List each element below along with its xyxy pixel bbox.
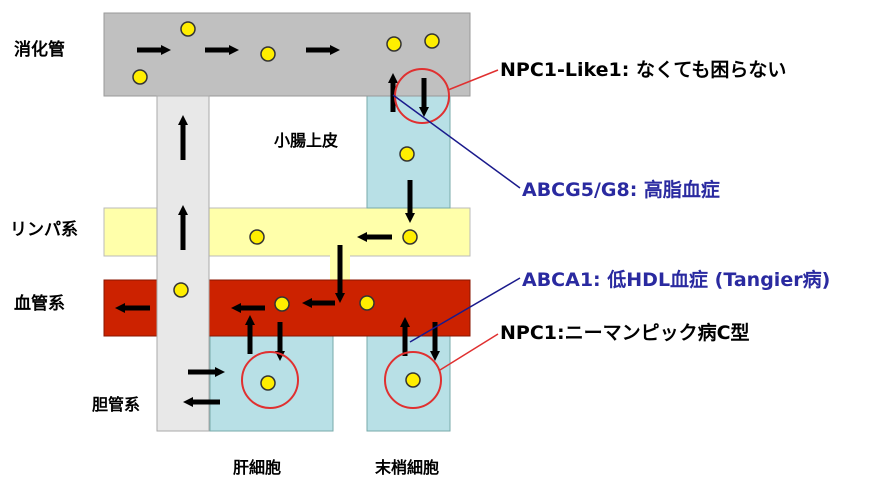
label-peripheral-cell: 末梢細胞 — [375, 458, 439, 477]
cholesterol-dot — [180, 21, 196, 37]
label-biliary: 胆管系 — [92, 395, 140, 414]
callout-line-abca1 — [409, 277, 521, 343]
annotation-abca1: ABCA1: 低HDL血症 (Tangier病) — [522, 268, 830, 291]
cholesterol-dot — [405, 372, 421, 388]
digestive-tract-band — [103, 12, 471, 97]
cholesterol-dot — [359, 295, 375, 311]
annotation-abcg5-g8: ABCG5/G8: 高脂血症 — [522, 178, 720, 201]
flow-arrows — [115, 73, 440, 407]
cholesterol-dot — [260, 46, 276, 62]
label-intestinal-epithelium: 小腸上皮 — [274, 131, 338, 150]
label-lymphatic: リンパ系 — [10, 220, 78, 240]
callout-line-npc1 — [439, 333, 499, 371]
cholesterol-dot — [402, 229, 418, 245]
annotation-npc1: NPC1:ニーマンピック病C型 — [500, 321, 750, 344]
cholesterol-dot — [399, 146, 415, 162]
npc1-hepatocyte-marker — [241, 351, 299, 409]
label-vascular: 血管系 — [14, 293, 65, 314]
label-hepatocyte: 肝細胞 — [233, 458, 281, 477]
cholesterol-dots — [132, 21, 440, 391]
cholesterol-dot — [260, 375, 276, 391]
callout-line-abcg5 — [392, 94, 521, 189]
label-digestive-tract: 消化管 — [14, 39, 65, 60]
cholesterol-dot — [173, 282, 189, 298]
annotation-npc1l1: NPC1-Like1: なくても困らない — [500, 59, 786, 81]
cholesterol-dot — [424, 33, 440, 49]
cholesterol-dot — [274, 296, 290, 312]
cholesterol-dot — [132, 69, 148, 85]
cholesterol-dot — [249, 229, 265, 245]
callout-line-npc1l1 — [447, 69, 499, 91]
callout-lines — [392, 69, 521, 371]
cholesterol-dot — [386, 36, 402, 52]
npc1-peripheral-marker — [384, 351, 442, 409]
